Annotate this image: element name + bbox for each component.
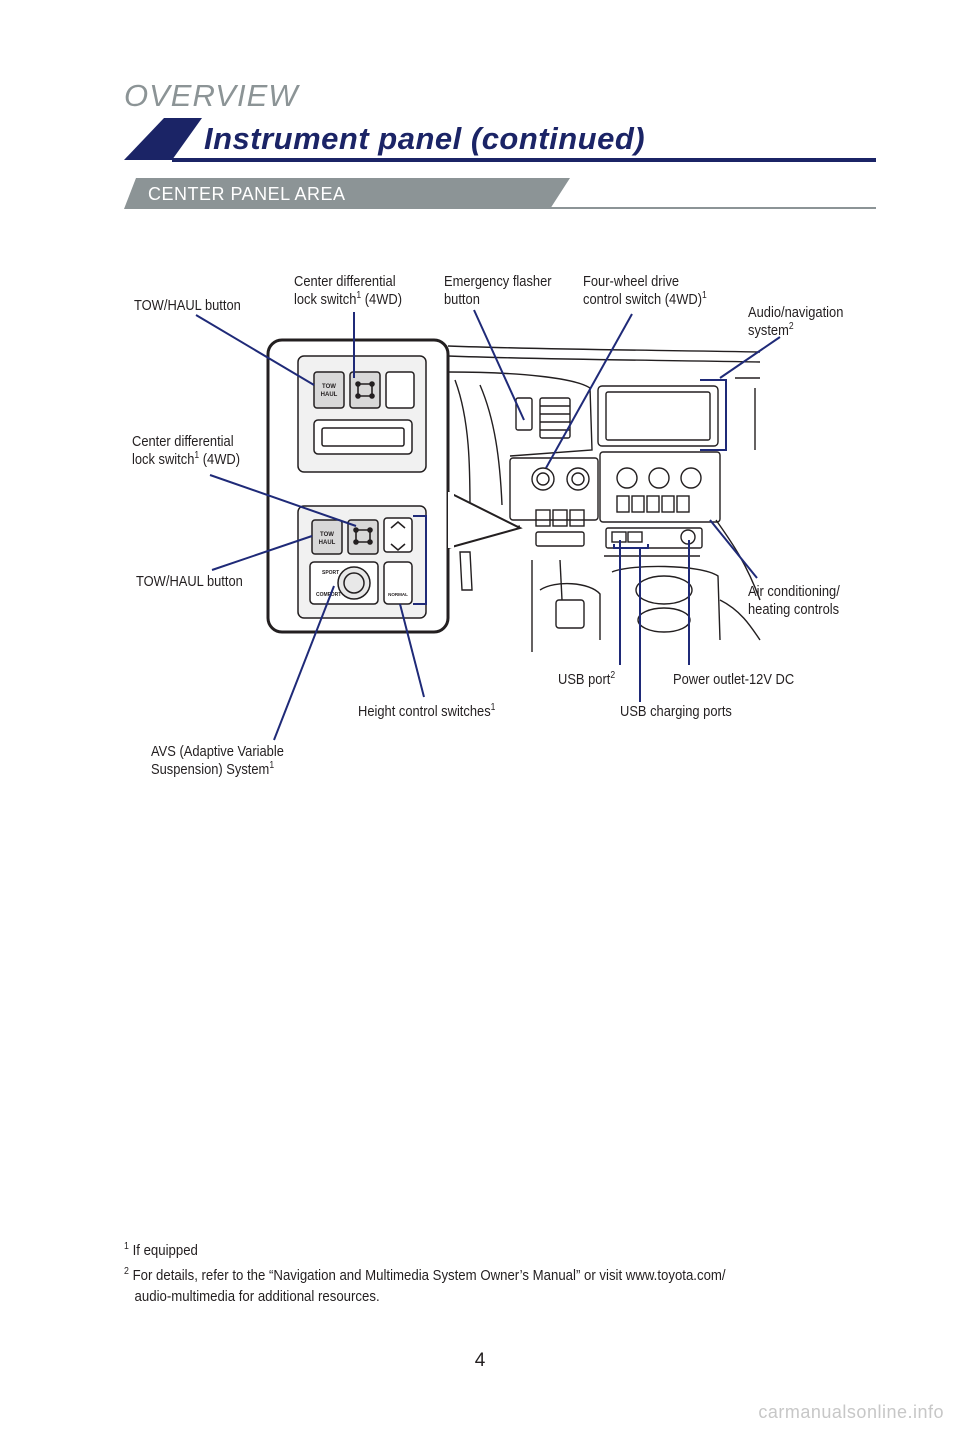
dashboard-illustration <box>447 345 761 652</box>
watermark: carmanualsonline.info <box>758 1402 944 1422</box>
label-audio-navigation: Audio/navigation system2 <box>748 304 844 339</box>
title-band <box>124 118 876 162</box>
normal-text: NORMAL <box>388 592 408 597</box>
label-emergency-flasher: Emergency flasher button <box>444 273 552 308</box>
sport-text: SPORT <box>322 570 339 576</box>
section-band <box>124 178 876 209</box>
page-title: Instrument panel (continued) <box>204 121 646 156</box>
label-usb-charging: USB charging ports <box>620 703 732 720</box>
label-tow-haul-top: TOW/HAUL button <box>134 297 241 314</box>
upper-switch-panel <box>297 355 427 473</box>
page-number: 4 <box>474 1350 486 1371</box>
comfort-text: COMFORT <box>316 592 341 598</box>
center-panel-diagram: TOW HAUL TOW HAUL SPORT COMFORT NORMAL <box>195 309 781 741</box>
label-center-diff-top: Center differential lock switch1 (4WD) <box>294 273 403 308</box>
label-air-conditioning: Air conditioning/ heating controls <box>748 583 840 618</box>
lower-switch-panel <box>297 505 427 619</box>
footnotes: 1 If equipped 2 For details, refer to th… <box>124 1236 726 1307</box>
callout-lines <box>195 309 781 741</box>
label-avs: AVS (Adaptive Variable Suspension) Syste… <box>151 743 284 778</box>
label-tow-haul-left: TOW/HAUL button <box>136 573 243 590</box>
label-height-control: Height control switches1 <box>358 702 496 721</box>
footnote-1: 1 If equipped <box>124 1241 198 1259</box>
callout-wedge <box>448 492 520 548</box>
tow-text-bottom: TOW <box>320 532 334 538</box>
haul-text-bottom: HAUL <box>319 540 336 546</box>
footnote-2: 2 For details, refer to the “Navigation … <box>124 1266 726 1284</box>
callout-brackets <box>413 379 727 605</box>
label-usb-port: USB port2 <box>558 670 616 689</box>
haul-text-top: HAUL <box>321 392 338 398</box>
tow-text-top: TOW <box>322 384 336 390</box>
label-center-diff-left: Center differential lock switch1 (4WD) <box>132 433 241 468</box>
center-diff-lock-icon <box>355 381 375 399</box>
footnote-2-continued: audio-multimedia for additional resource… <box>134 1288 380 1305</box>
center-diff-lock-icon-lower <box>353 527 373 545</box>
section-title: CENTER PANEL AREA <box>148 184 346 204</box>
overview-heading: OVERVIEW <box>124 78 299 113</box>
label-four-wheel-drive: Four-wheel drive control switch (4WD)1 <box>583 273 707 308</box>
label-power-outlet: Power outlet-12V DC <box>673 671 795 688</box>
